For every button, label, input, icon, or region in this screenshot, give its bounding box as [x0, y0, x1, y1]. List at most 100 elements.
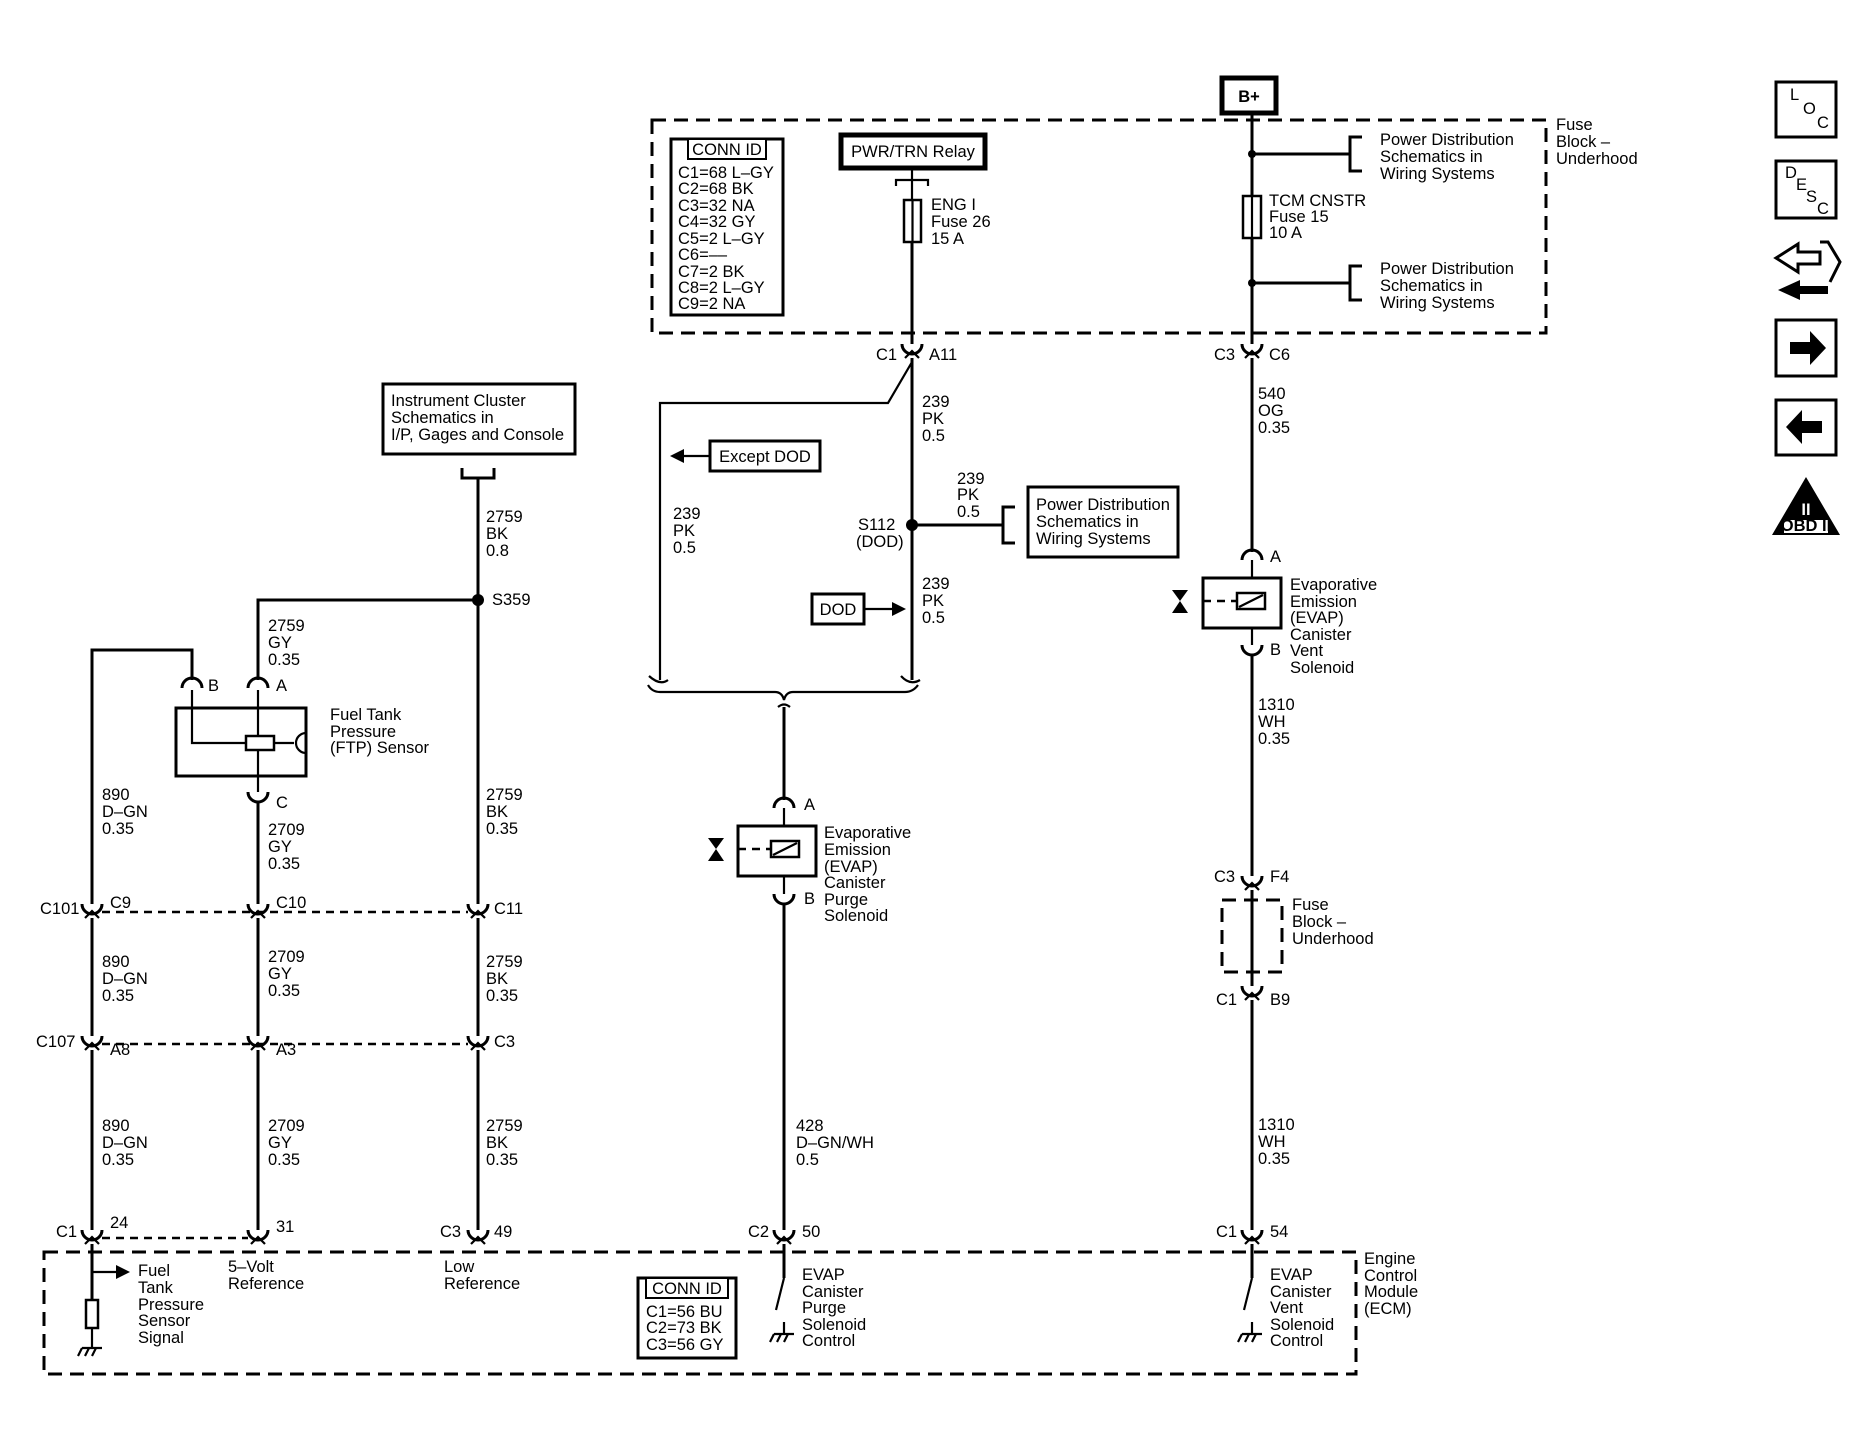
wire-890-upper: [90, 648, 194, 904]
svg-text:2759: 2759: [486, 953, 523, 971]
svg-text:Fuel Tank: Fuel Tank: [330, 706, 402, 724]
svg-text:5–Volt: 5–Volt: [228, 1258, 274, 1276]
svg-text:Canister: Canister: [1290, 626, 1352, 644]
svg-text:2709: 2709: [268, 1117, 305, 1135]
wire-label-890-b: 890 D–GN 0.35: [102, 953, 148, 1005]
svg-text:C3: C3: [1214, 346, 1235, 364]
svg-text:Instrument Cluster: Instrument Cluster: [391, 392, 526, 410]
svg-text:Signal: Signal: [138, 1329, 184, 1347]
svg-text:890: 890: [102, 786, 130, 804]
svg-text:Solenoid: Solenoid: [1270, 1316, 1334, 1334]
svg-text:0.35: 0.35: [268, 855, 300, 873]
svg-text:(EVAP): (EVAP): [1290, 609, 1344, 627]
svg-text:0.5: 0.5: [957, 503, 980, 521]
pds-ref-top-2: Power Distribution Schematics in Wiring …: [1248, 260, 1514, 312]
svg-text:C107: C107: [36, 1033, 75, 1051]
svg-text:0.35: 0.35: [268, 651, 300, 669]
back-arrow-icon[interactable]: [1774, 398, 1838, 457]
ecm-pin-49: C3 49: [440, 1223, 512, 1245]
svg-text:Emission: Emission: [824, 841, 891, 859]
svg-text:Solenoid: Solenoid: [824, 907, 888, 925]
pwr-trn-relay: PWR/TRN Relay: [838, 132, 988, 200]
wire-label-239-a: 239 PK 0.5: [922, 393, 950, 445]
svg-text:A: A: [276, 677, 287, 695]
svg-text:C3: C3: [440, 1223, 461, 1241]
obd-ii-icon[interactable]: II OBD II: [1772, 477, 1840, 535]
svg-text:Underhood: Underhood: [1292, 930, 1374, 948]
svg-text:Schematics in: Schematics in: [391, 409, 494, 427]
svg-text:BK: BK: [486, 525, 508, 543]
ecm-pin-24: C1 24: [56, 1214, 248, 1245]
svg-text:2709: 2709: [268, 948, 305, 966]
svg-text:PK: PK: [922, 410, 944, 428]
svg-text:L: L: [1790, 86, 1799, 104]
svg-text:C1: C1: [56, 1223, 77, 1241]
svg-text:D–GN: D–GN: [102, 970, 148, 988]
next-arrow-icon[interactable]: [1774, 318, 1838, 378]
svg-text:Block –: Block –: [1292, 913, 1347, 931]
svg-text:C11: C11: [494, 900, 523, 918]
svg-text:F4: F4: [1270, 868, 1289, 886]
svg-text:C: C: [276, 794, 288, 812]
svg-text:0.35: 0.35: [102, 1151, 134, 1169]
svg-text:15 A: 15 A: [931, 230, 964, 248]
except-dod-box: Except DOD: [670, 439, 822, 473]
svg-text:2759: 2759: [486, 508, 523, 526]
battery-positive: B+: [1219, 75, 1279, 116]
svg-text:428: 428: [796, 1117, 824, 1135]
svg-text:C1: C1: [876, 346, 897, 364]
svg-text:(FTP) Sensor: (FTP) Sensor: [330, 739, 430, 757]
svg-text:A3: A3: [276, 1041, 296, 1059]
wire-label-890-a: 890 D–GN 0.35: [102, 786, 148, 838]
svg-text:239: 239: [673, 505, 701, 523]
ecm-pin-31: 31: [246, 1218, 294, 1245]
connector-c1-a11: C1 A11: [876, 343, 957, 364]
svg-text:Sensor: Sensor: [138, 1312, 191, 1330]
desc-icon[interactable]: D E S C: [1774, 159, 1838, 220]
connector-icon[interactable]: [1773, 240, 1842, 300]
connector-c3-f4: C3 F4: [1214, 868, 1289, 891]
svg-text:Vent: Vent: [1290, 642, 1323, 660]
svg-text:Canister: Canister: [824, 874, 886, 892]
wire-label-2709-a: 2709 GY 0.35: [268, 821, 305, 873]
svg-text:0.35: 0.35: [102, 820, 134, 838]
svg-text:Wiring Systems: Wiring Systems: [1380, 165, 1495, 183]
loc-icon[interactable]: L O C: [1774, 80, 1838, 139]
svg-text:24: 24: [110, 1214, 128, 1232]
evap-purge-solenoid: A B Evaporative Emission (EVAP) Canister…: [708, 796, 911, 925]
svg-text:Pressure: Pressure: [330, 723, 396, 741]
ftp-sensor: B A C Fuel Tank Pressure (FTP) Sensor: [174, 676, 430, 812]
svg-text:C1=68 L–GY: C1=68 L–GY: [678, 164, 774, 182]
svg-text:PK: PK: [922, 592, 944, 610]
svg-text:0.5: 0.5: [922, 609, 945, 627]
wire-label-239-d: 239 PK 0.5: [922, 575, 950, 627]
svg-text:0.5: 0.5: [796, 1151, 819, 1169]
svg-text:GY: GY: [268, 1134, 292, 1152]
fuse-block-underhood-mid: Fuse Block – Underhood: [1220, 890, 1374, 986]
svg-text:Fuse: Fuse: [1292, 896, 1329, 914]
svg-text:B9: B9: [1270, 991, 1290, 1009]
svg-text:C101: C101: [40, 900, 79, 918]
svg-text:Wiring Systems: Wiring Systems: [1380, 294, 1495, 312]
pds-ref-top-1: Power Distribution Schematics in Wiring …: [1248, 131, 1514, 183]
svg-text:WH: WH: [1258, 713, 1286, 731]
wire-label-239-c: 239 PK 0.5: [957, 470, 985, 521]
svg-text:Control: Control: [802, 1332, 855, 1350]
option-merge-bracket: [647, 675, 921, 708]
ecm-label: Engine Control Module (ECM): [1364, 1250, 1418, 1318]
svg-text:E: E: [1796, 176, 1807, 194]
ecm-purge-driver: EVAP Canister Purge Solenoid Control: [769, 1244, 866, 1350]
svg-text:Schematics in: Schematics in: [1036, 513, 1139, 531]
svg-text:C: C: [1817, 200, 1829, 218]
wire-label-2759-c: 2759 BK 0.35: [486, 953, 523, 1005]
splice-s112: S112 (DOD): [856, 505, 1015, 551]
svg-text:A8: A8: [110, 1041, 130, 1059]
svg-text:CONN ID: CONN ID: [692, 141, 762, 159]
svg-text:Module: Module: [1364, 1283, 1418, 1301]
pds-ref-mid: Power Distribution Schematics in Wiring …: [1026, 485, 1180, 559]
svg-text:239: 239: [922, 393, 950, 411]
svg-text:A: A: [1270, 548, 1281, 566]
svg-text:Solenoid: Solenoid: [802, 1316, 866, 1334]
svg-text:54: 54: [1270, 1223, 1288, 1241]
